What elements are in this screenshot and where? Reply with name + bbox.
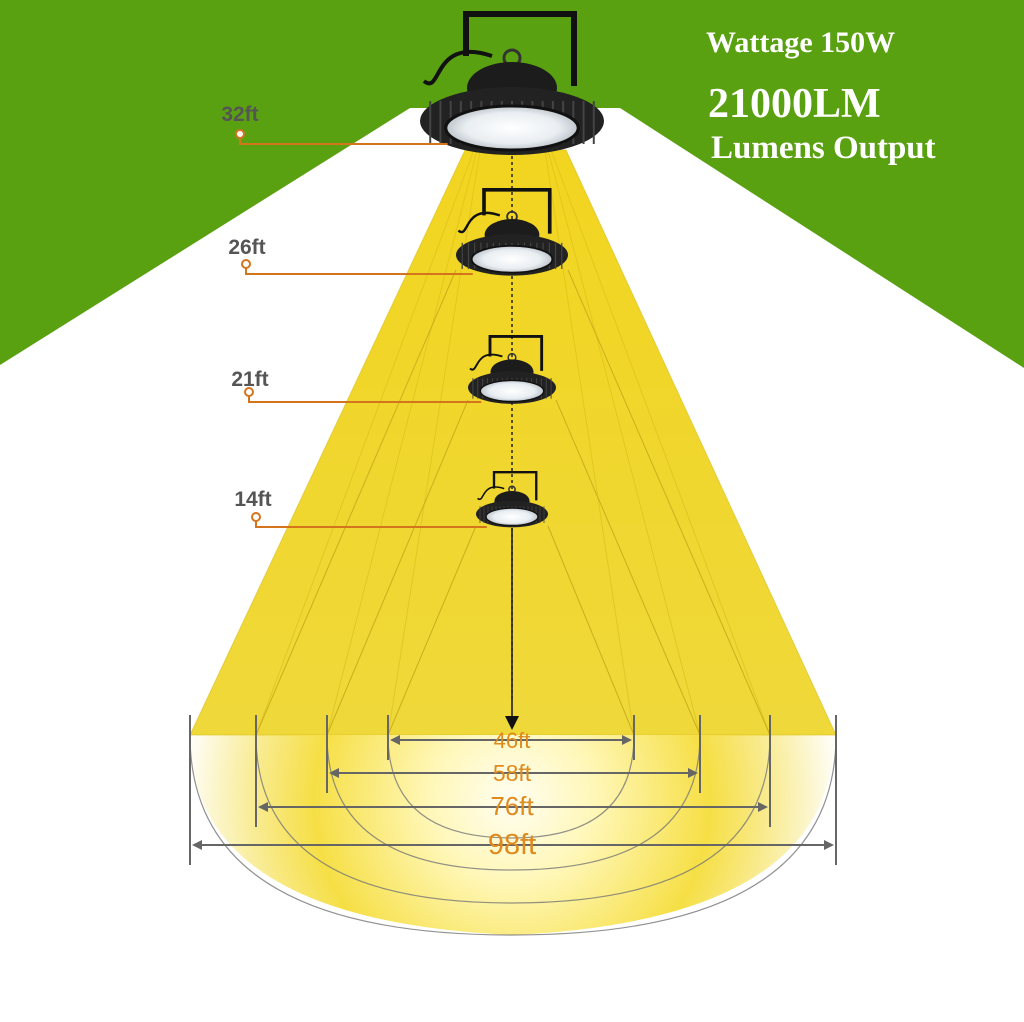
height-leader-dot (235, 129, 245, 139)
lumens-output-text: Lumens Output (711, 130, 936, 166)
height-marker: 32ft (221, 103, 448, 145)
width-marker: 98ft (189, 715, 837, 865)
beam-cones (189, 149, 837, 736)
height-leader-dot (251, 512, 261, 522)
height-label: 21ft (231, 368, 268, 391)
width-marker: 58ft (326, 715, 701, 793)
lumens-text: 21000LM (708, 81, 881, 127)
height-marker: 21ft (231, 368, 482, 403)
beam-widths: 46ft 58ft 76ft 98ft (189, 715, 837, 865)
beam-edge-line (387, 525, 477, 736)
width-label: 46ft (494, 728, 531, 753)
fixtures (420, 11, 604, 528)
width-marker: 46ft (387, 715, 635, 760)
height-marker: 14ft (234, 488, 487, 528)
height-leader-dot (244, 387, 254, 397)
ufo-high-bay-light-icon (456, 187, 568, 276)
height-leader-dot (241, 259, 251, 269)
width-label: 58ft (493, 760, 532, 786)
ceiling-background (0, 0, 1024, 368)
width-marker: 76ft (255, 715, 771, 827)
beam-arc (189, 734, 837, 936)
beam-arc (387, 734, 635, 839)
wattage-text: Wattage 150W (706, 26, 896, 59)
width-label: 76ft (490, 791, 534, 821)
beam-edge-line (326, 399, 469, 736)
ufo-high-bay-light-icon (476, 471, 548, 528)
mounting-heights: 32ft 26ft 21ft 14ft (221, 103, 487, 528)
width-label: 98ft (488, 829, 536, 861)
height-label: 14ft (234, 488, 271, 511)
height-label: 26ft (228, 236, 265, 259)
center-arrow-head (505, 716, 519, 730)
beam-edge-line (567, 269, 771, 736)
beam-edge-line (255, 269, 457, 736)
height-marker: 26ft (228, 236, 473, 275)
beam-arc (255, 734, 771, 904)
height-label: 32ft (221, 103, 258, 126)
beam-edge-line (547, 525, 635, 736)
ufo-high-bay-light-icon (468, 335, 556, 404)
ufo-high-bay-light-icon (420, 11, 604, 155)
beam-edge-line (555, 399, 701, 736)
floor-glow (190, 735, 834, 935)
